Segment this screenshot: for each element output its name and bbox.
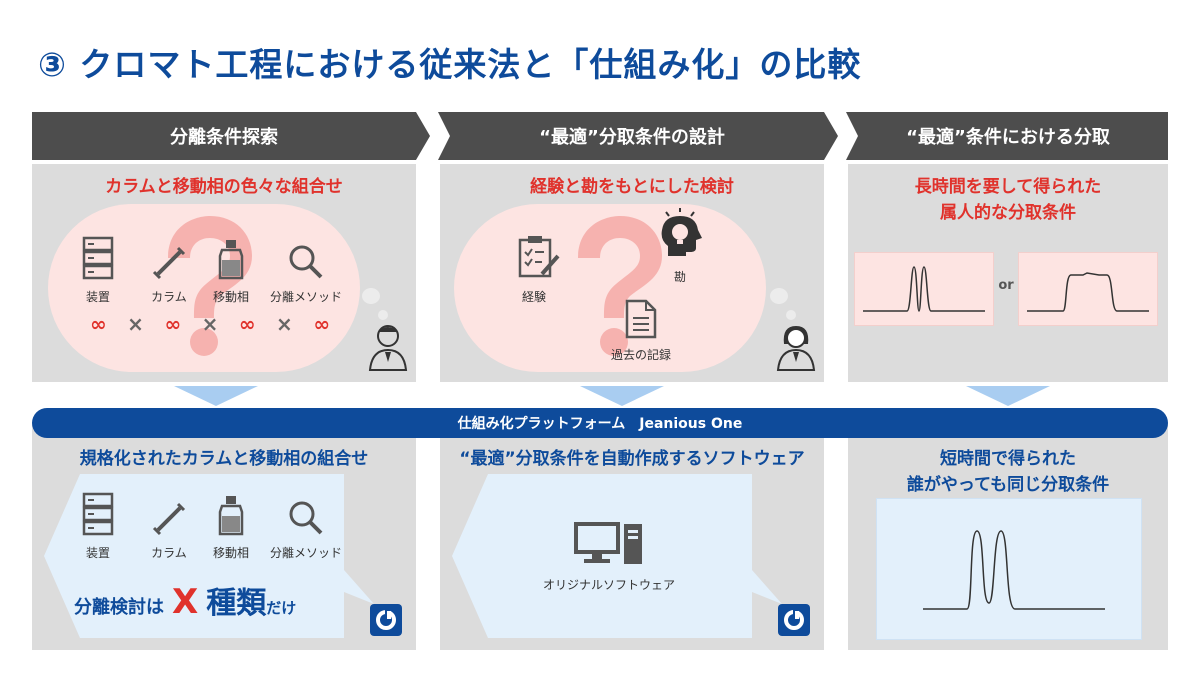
bubble-dot-small bbox=[378, 310, 388, 320]
label-past-records: 過去の記録 bbox=[610, 348, 671, 362]
platform-banner: 仕組み化プラットフォーム Jeanious One bbox=[32, 408, 1168, 438]
separation-phrase: 分離検討は X 種類 だけ bbox=[74, 578, 364, 622]
infinity-symbol: ∞ bbox=[90, 312, 107, 336]
page-title: ③ クロマト工程における従来法と「仕組み化」の比較 bbox=[38, 45, 862, 84]
header-separation-search: 分離条件探索 bbox=[170, 127, 278, 148]
chromatogram-large bbox=[876, 498, 1142, 640]
phrase-kind: 種類 bbox=[206, 586, 267, 621]
process-header-bar bbox=[32, 112, 1168, 160]
person-icon bbox=[776, 326, 816, 371]
head-lightbulb-icon bbox=[661, 208, 702, 256]
server-icon bbox=[82, 236, 114, 280]
down-arrow-icon bbox=[580, 386, 664, 406]
top-col3-heading-2: 属人的な分取条件 bbox=[940, 203, 1076, 223]
label-device: 装置 bbox=[85, 546, 110, 560]
label-separation-method: 分離メソッド bbox=[269, 290, 342, 304]
bottom-col1-heading: 規格化されたカラムと移動相の組合せ bbox=[79, 449, 369, 469]
speech-bubble-col2 bbox=[452, 474, 782, 638]
desktop-computer-icon bbox=[574, 522, 642, 564]
down-arrow-icon bbox=[966, 386, 1050, 406]
top-col2-heading: 経験と勘をもとにした検討 bbox=[530, 177, 734, 197]
times-symbol: × bbox=[276, 312, 293, 336]
chromatogram-small-b bbox=[1018, 252, 1158, 326]
label-intuition: 勘 bbox=[673, 270, 686, 284]
infinity-symbol: ∞ bbox=[238, 312, 256, 336]
infinity-combination-row: ∞ × ∞ × ∞ × ∞ bbox=[90, 312, 330, 336]
or-label: or bbox=[998, 278, 1014, 293]
question-mark-icon bbox=[578, 216, 662, 356]
magnifier-icon bbox=[289, 245, 323, 279]
infinity-symbol: ∞ bbox=[164, 312, 182, 336]
phrase-x: X bbox=[172, 582, 199, 622]
label-separation-method: 分離メソッド bbox=[269, 546, 342, 560]
top-col1-heading: カラムと移動相の色々な組合せ bbox=[105, 177, 343, 197]
column-icon bbox=[152, 246, 186, 280]
down-arrow-icon bbox=[174, 386, 258, 406]
clipboard-checklist-icon bbox=[518, 236, 560, 278]
document-icon bbox=[625, 299, 657, 339]
chromatogram-small-a bbox=[854, 252, 994, 326]
bottom-col2-heading: “最適”分取条件を自動作成するソフトウェア bbox=[459, 449, 805, 469]
question-mark-icon bbox=[168, 216, 252, 356]
bubble-dot-small bbox=[786, 310, 796, 320]
phrase-suffix: だけ bbox=[266, 599, 297, 617]
header-optimal-fractionation: “最適”条件における分取 bbox=[906, 127, 1110, 148]
bottom-col3-heading-2: 誰がやっても同じ分取条件 bbox=[906, 475, 1110, 495]
label-experience: 経験 bbox=[521, 290, 546, 304]
label-mobile-phase: 移動相 bbox=[212, 546, 249, 560]
header-optimal-design: “最適”分取条件の設計 bbox=[539, 127, 725, 148]
column-icon bbox=[152, 502, 186, 536]
label-mobile-phase: 移動相 bbox=[212, 290, 249, 304]
magnifier-icon bbox=[289, 501, 323, 535]
bottle-icon bbox=[218, 496, 244, 536]
label-device: 装置 bbox=[85, 290, 110, 304]
person-icon bbox=[368, 325, 408, 371]
server-icon bbox=[82, 492, 114, 536]
infinity-symbol: ∞ bbox=[313, 312, 330, 336]
phrase-prefix: 分離検討は bbox=[74, 597, 164, 618]
times-symbol: × bbox=[127, 312, 144, 336]
jeanious-logo-icon bbox=[778, 604, 810, 636]
bubble-dot-large bbox=[362, 288, 380, 304]
jeanious-logo-icon bbox=[370, 604, 402, 636]
bubble-dot-large bbox=[770, 288, 788, 304]
label-column: カラム bbox=[151, 546, 187, 560]
label-original-software: オリジナルソフトウェア bbox=[542, 578, 675, 592]
bottom-col3-heading-1: 短時間で得られた bbox=[940, 449, 1076, 469]
top-col3-heading-1: 長時間を要して得られた bbox=[914, 177, 1102, 197]
times-symbol: × bbox=[201, 312, 219, 336]
label-column: カラム bbox=[151, 290, 187, 304]
bottle-icon bbox=[218, 240, 244, 280]
